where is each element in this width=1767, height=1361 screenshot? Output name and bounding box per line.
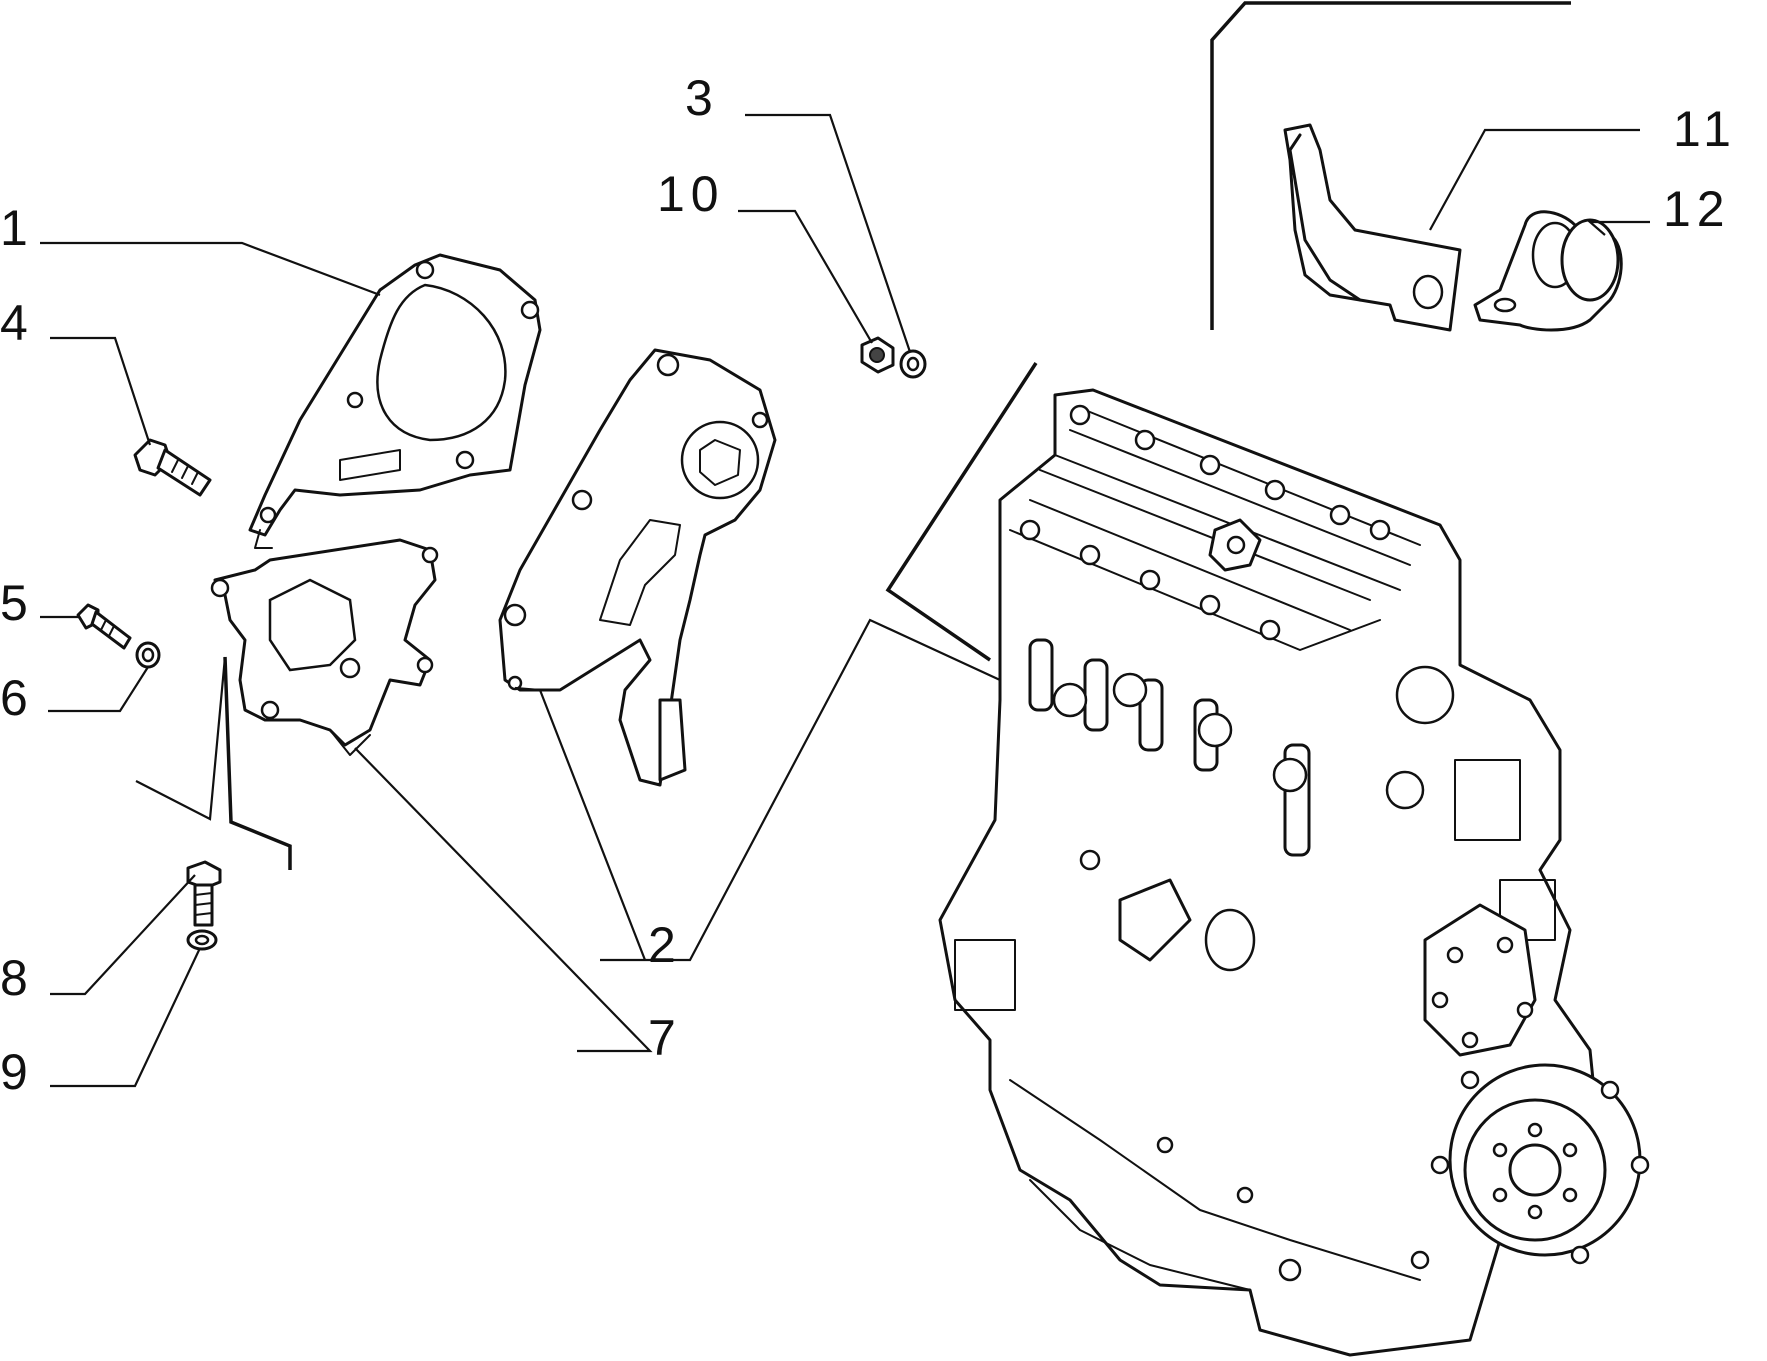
pipe-clamp-icon (1473, 210, 1623, 332)
callout-12: 12 (1663, 181, 1731, 237)
callout-9: 9 (0, 1044, 34, 1100)
callout-3: 3 (685, 70, 719, 126)
timing-cover-support-bracket-icon (210, 538, 439, 756)
callout-7: 7 (648, 1010, 682, 1066)
nut-washer-icon (899, 349, 927, 379)
leader-10 (738, 209, 873, 344)
callout-labels: 1 4 5 6 8 9 3 10 2 7 11 12 (0, 70, 1737, 1100)
pipe-bracket-icon (1283, 123, 1462, 332)
leader-9 (50, 947, 201, 1088)
callout-10: 10 (657, 166, 725, 222)
lock-washer-icon (186, 929, 218, 951)
callout-1: 1 (0, 200, 34, 256)
leader-4 (50, 336, 152, 446)
callout-2: 2 (648, 917, 682, 973)
leader-6 (48, 666, 149, 713)
front-timing-belt-cover-icon (498, 348, 777, 787)
callout-11: 11 (1673, 101, 1737, 157)
engine-block-icon (938, 388, 1650, 1357)
callout-8: 8 (0, 950, 34, 1006)
leader-8 (50, 874, 196, 996)
leader-lines (40, 113, 1650, 1088)
small-screw-icon (76, 603, 132, 650)
callout-5: 5 (0, 575, 34, 631)
washer-icon (135, 641, 161, 669)
upper-timing-belt-cover-icon (248, 253, 542, 549)
section-break-lines (135, 362, 1038, 870)
callout-4: 4 (0, 295, 34, 351)
leader-11 (1429, 128, 1640, 231)
leader-3 (745, 113, 912, 353)
nut-icon (860, 336, 895, 374)
hex-bolt-icon (186, 860, 222, 927)
leader-1 (40, 241, 381, 297)
inset-frame (1210, 1, 1571, 330)
callout-6: 6 (0, 670, 34, 726)
leader-2b (514, 686, 647, 961)
leader-7 (354, 747, 653, 1053)
leader-12 (1587, 220, 1650, 236)
flange-bolt-icon (133, 438, 212, 497)
